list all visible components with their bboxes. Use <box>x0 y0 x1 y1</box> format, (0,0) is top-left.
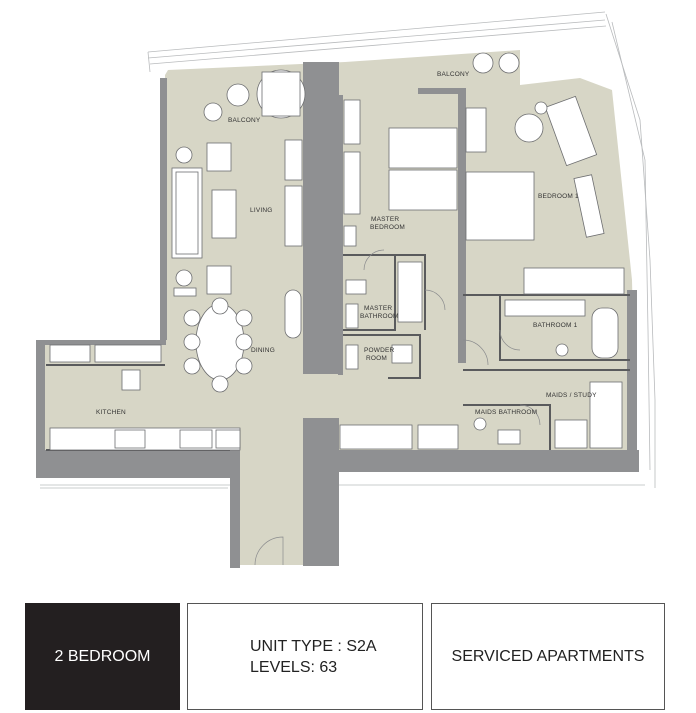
label-maids-study: MAIDS / STUDY <box>546 392 597 399</box>
label-balcony-left: BALCONY <box>228 117 261 124</box>
category: SERVICED APARTMENTS <box>451 647 645 665</box>
room-labels: BALCONY BALCONY LIVING DINING KITCHEN MA… <box>96 71 597 416</box>
unit-info-box: UNIT TYPE : S2A LEVELS: 63 <box>187 603 423 710</box>
walls <box>36 62 639 568</box>
furniture <box>49 52 625 451</box>
bedroom-count: 2 BEDROOM <box>54 647 151 665</box>
label-living: LIVING <box>250 207 273 214</box>
bedroom-count-box: 2 BEDROOM <box>25 603 180 710</box>
category-box: SERVICED APARTMENTS <box>431 603 665 710</box>
label-master-bathroom-2: BATHROOM <box>360 313 399 320</box>
exterior-outline <box>40 11 656 489</box>
label-powder-room-1: POWDER <box>364 347 395 354</box>
label-bathroom-1: BATHROOM 1 <box>533 322 578 329</box>
label-maids-bathroom: MAIDS BATHROOM <box>475 409 537 416</box>
label-master-bedroom-1: MASTER <box>371 216 399 223</box>
label-master-bedroom-2: BEDROOM <box>370 224 405 231</box>
door-swings <box>254 249 541 566</box>
label-balcony-right: BALCONY <box>437 71 470 78</box>
label-dining: DINING <box>251 347 275 354</box>
label-bedroom-1: BEDROOM 1 <box>538 193 579 200</box>
unit-info: UNIT TYPE : S2A LEVELS: 63 <box>250 636 377 678</box>
label-powder-room-2: ROOM <box>366 355 387 362</box>
floor-plan: BALCONY BALCONY LIVING DINING KITCHEN MA… <box>36 11 656 568</box>
label-kitchen: KITCHEN <box>96 409 126 416</box>
unit-type: UNIT TYPE : S2A <box>250 637 377 655</box>
label-master-bathroom-1: MASTER <box>364 305 392 312</box>
levels: LEVELS: 63 <box>250 658 338 676</box>
partitions <box>46 254 630 451</box>
